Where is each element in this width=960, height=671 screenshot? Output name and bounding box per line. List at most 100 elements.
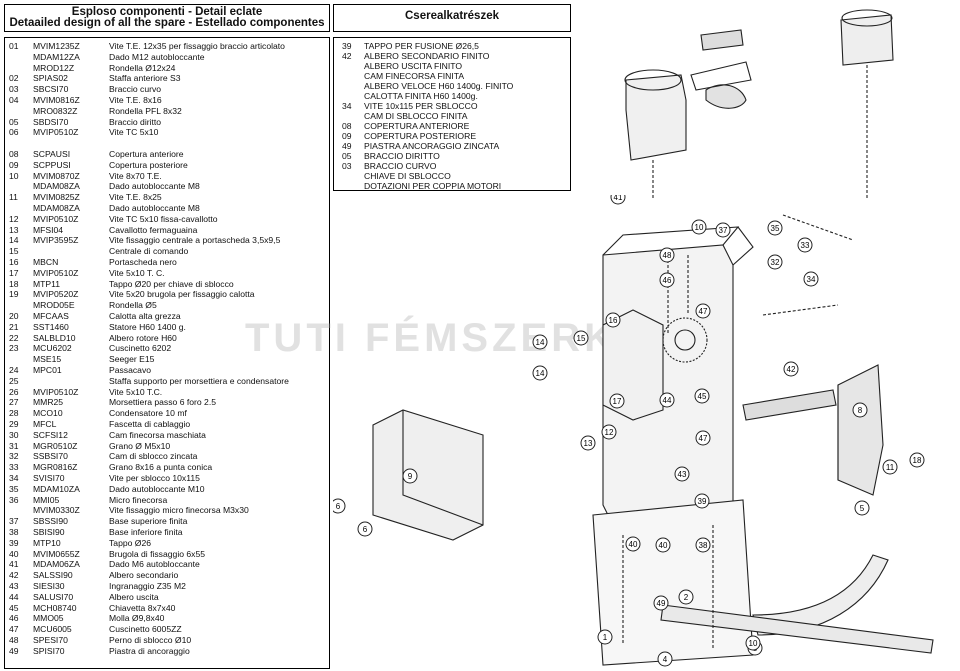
part-number: 09 bbox=[9, 159, 19, 170]
part-code: MFCL bbox=[33, 419, 57, 429]
part-description: Vite per sblocco 10x115 bbox=[109, 473, 200, 483]
part-number: 40 bbox=[9, 548, 19, 559]
part-description: Vite 8x70 T.E. bbox=[109, 170, 162, 181]
callout-label: 37 bbox=[719, 226, 728, 235]
part-code: SPESI70 bbox=[33, 635, 68, 645]
header-title-line2: Detaailed design of all the spare - Este… bbox=[9, 17, 325, 29]
callout-marker: 13 bbox=[580, 435, 596, 451]
part-code: MVIM1235Z bbox=[33, 41, 80, 51]
part-code: SBDSI70 bbox=[33, 116, 69, 127]
callout-marker: 34 bbox=[803, 271, 819, 287]
part-code: MROD05E bbox=[33, 300, 75, 311]
part-number: 12 bbox=[9, 213, 19, 224]
part-description: Brugola di fissaggio 6x55 bbox=[109, 548, 206, 559]
callout-label: 40 bbox=[629, 540, 638, 549]
callout-label: 6 bbox=[363, 525, 368, 534]
callout-label: 16 bbox=[609, 316, 618, 325]
part-number: 29 bbox=[9, 419, 19, 429]
callout-label: 8 bbox=[858, 406, 863, 415]
callout-marker: 16 bbox=[605, 312, 621, 328]
part-number: 01 bbox=[9, 41, 19, 51]
callout-marker: 38 bbox=[695, 537, 711, 553]
part-code: SCFSI12 bbox=[33, 429, 68, 440]
part-number: 36 bbox=[9, 494, 19, 505]
part-description: Dado autobloccante M8 bbox=[109, 203, 200, 213]
part-number: 47 bbox=[9, 624, 19, 635]
part-description: Centrale di comando bbox=[109, 246, 189, 257]
part-number: 22 bbox=[9, 332, 19, 343]
parts-table-header: Esploso componenti - Detail eclate Detaa… bbox=[4, 4, 330, 32]
part-code: MVIP0510Z bbox=[33, 127, 79, 138]
part-description: Molla Ø9,8x40 bbox=[109, 613, 165, 624]
callout-label: 11 bbox=[886, 463, 895, 472]
part-code: MROD12Z bbox=[33, 62, 75, 73]
part-description: Copertura anteriore bbox=[109, 149, 184, 159]
part-description: Vite 5x10 T.C. bbox=[109, 386, 163, 397]
spare-row: ALBERO VELOCE H60 1400g. FINITO bbox=[334, 81, 570, 91]
part-code: MFSI04 bbox=[33, 224, 64, 235]
motor-stator bbox=[625, 74, 687, 161]
callout-marker: 10 bbox=[691, 219, 707, 235]
spare-description: CAM FINECORSA FINITA bbox=[364, 71, 465, 81]
part-code: MCH08740 bbox=[33, 602, 77, 613]
part-code: MPC01 bbox=[33, 365, 62, 375]
rear-cover bbox=[837, 364, 884, 496]
part-code: MDAM06ZA bbox=[33, 559, 80, 570]
part-description: Grano 8x16 a punta conica bbox=[109, 462, 213, 473]
part-code: MDAM12ZA bbox=[33, 51, 80, 62]
part-number: 10 bbox=[9, 170, 19, 181]
part-code: SALSSI90 bbox=[33, 570, 73, 581]
callout-marker: 41 bbox=[610, 195, 626, 205]
part-number: 41 bbox=[9, 559, 19, 570]
callout-label: 10 bbox=[749, 639, 758, 648]
part-code: MVIP3595Z bbox=[33, 235, 79, 246]
part-description: Passacavo bbox=[109, 365, 152, 375]
shaft bbox=[742, 389, 837, 421]
part-code: MVIP0520Z bbox=[33, 289, 79, 300]
part-number: 19 bbox=[9, 289, 19, 300]
part-code: MGR0510Z bbox=[33, 440, 78, 451]
callout-marker: 10 bbox=[745, 635, 761, 651]
part-number: 28 bbox=[9, 408, 19, 419]
callout-marker: 45 bbox=[694, 388, 710, 404]
front-cover bbox=[372, 409, 484, 541]
part-description: Portascheda nero bbox=[109, 257, 177, 267]
callout-label: 4 bbox=[663, 655, 668, 664]
part-description: Rondella Ø5 bbox=[109, 300, 157, 311]
part-description: Base inferiore finita bbox=[109, 527, 183, 537]
part-description: Cuscinetto 6202 bbox=[109, 343, 172, 354]
callout-marker: 11 bbox=[882, 459, 898, 475]
spare-description: CALOTTA FINITA H60 1400g. bbox=[364, 91, 478, 101]
part-code: SPISI70 bbox=[33, 645, 65, 656]
part-description: Albero uscita bbox=[109, 591, 159, 602]
part-number: 13 bbox=[9, 224, 19, 235]
spare-row: CHIAVE DI SBLOCCO bbox=[334, 171, 570, 181]
part-number: 46 bbox=[9, 613, 19, 624]
part-description: Chiavetta 8x7x40 bbox=[109, 602, 176, 613]
part-number: 04 bbox=[9, 95, 19, 105]
part-code: MCU6202 bbox=[33, 343, 72, 354]
part-number: 48 bbox=[9, 635, 19, 645]
spare-description: COPERTURA POSTERIORE bbox=[364, 131, 477, 141]
part-description: Vite T.E. 8x16 bbox=[109, 95, 162, 105]
